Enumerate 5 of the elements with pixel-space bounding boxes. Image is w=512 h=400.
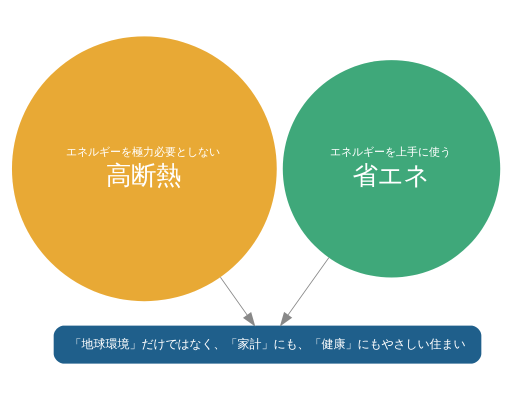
node-circle: エネルギーを上手に使う 省エネ xyxy=(282,60,500,278)
arrow xyxy=(280,257,330,326)
node-box: 「地球環境」だけではなく、「家計」にも、「健康」にもやさしい住まい xyxy=(54,326,482,364)
arrow xyxy=(220,276,256,327)
node-circle: エネルギーを極力必要としない 高断熱 xyxy=(12,36,277,302)
